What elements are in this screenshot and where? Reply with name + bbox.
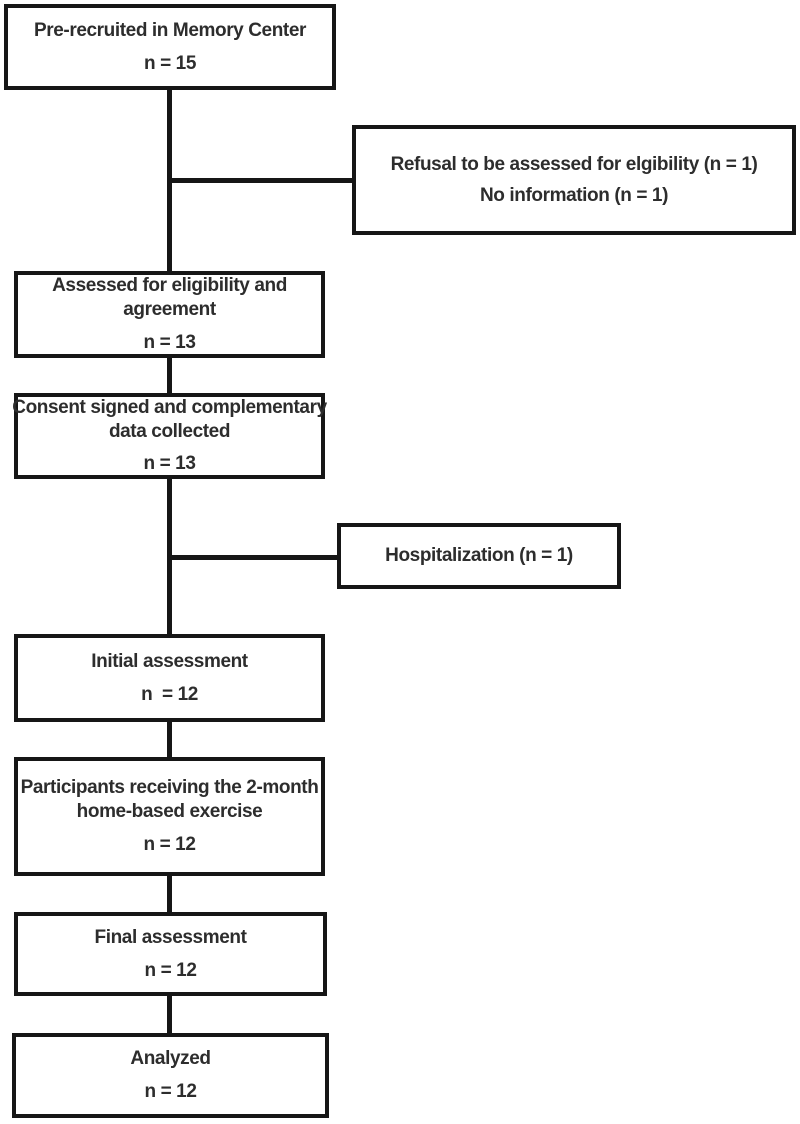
connector-initial-participants: [167, 720, 172, 760]
connector-assessed-consent: [167, 356, 172, 395]
node-prerecruited: Pre-recruited in Memory Center n = 15: [4, 4, 336, 90]
node-assessed-count: n = 13: [143, 331, 196, 353]
node-assessed-line2: agreement: [123, 299, 216, 321]
node-refusal: Refusal to be assessed for elgibility (n…: [352, 125, 796, 235]
node-prerecruited-count: n = 15: [144, 52, 196, 74]
node-hospitalization: Hospitalization (n = 1): [337, 523, 621, 589]
node-analyzed-label: Analyzed: [130, 1048, 211, 1070]
connector-branch-refusal: [170, 178, 354, 183]
node-analyzed: Analyzed n = 12: [12, 1033, 329, 1118]
node-consent-count: n = 13: [143, 453, 196, 475]
node-participants-line1: Participants receiving the 2-month: [20, 777, 319, 799]
node-refusal-line2: No information (n = 1): [479, 184, 669, 206]
node-consent: Consent signed and complementary data co…: [12, 393, 327, 479]
connector-participants-final: [167, 874, 172, 914]
node-hospitalization-label: Hospitalization (n = 1): [385, 545, 573, 567]
node-final-label: Final assessment: [94, 926, 247, 948]
node-assessed: Assessed for eligibility and agreement n…: [14, 271, 325, 358]
node-analyzed-count: n = 12: [144, 1081, 197, 1102]
node-refusal-line1: Refusal to be assessed for elgibility (n…: [390, 153, 758, 175]
node-initial-count: n = 12: [141, 683, 198, 705]
node-participants: Participants receiving the 2-month home-…: [14, 757, 325, 876]
connector-branch-hospitalization: [170, 555, 339, 560]
node-final-count: n = 12: [144, 959, 197, 981]
node-prerecruited-label: Pre-recruited in Memory Center: [33, 19, 307, 41]
connector-final-analyzed: [167, 994, 172, 1035]
connector-consent-initial: [167, 477, 172, 637]
connector-prerecruited-assessed: [167, 86, 172, 273]
node-participants-line2: home-based exercise: [76, 801, 263, 823]
node-consent-line1: Consent signed and complementary: [12, 396, 327, 418]
node-assessed-line1: Assessed for eligibility and: [52, 275, 287, 297]
node-final: Final assessment n = 12: [14, 912, 327, 996]
node-participants-count: n = 12: [143, 833, 196, 855]
node-initial-label: Initial assessment: [91, 650, 248, 672]
node-initial: Initial assessment n = 12: [14, 634, 325, 722]
node-consent-line2: data collected: [108, 420, 231, 442]
